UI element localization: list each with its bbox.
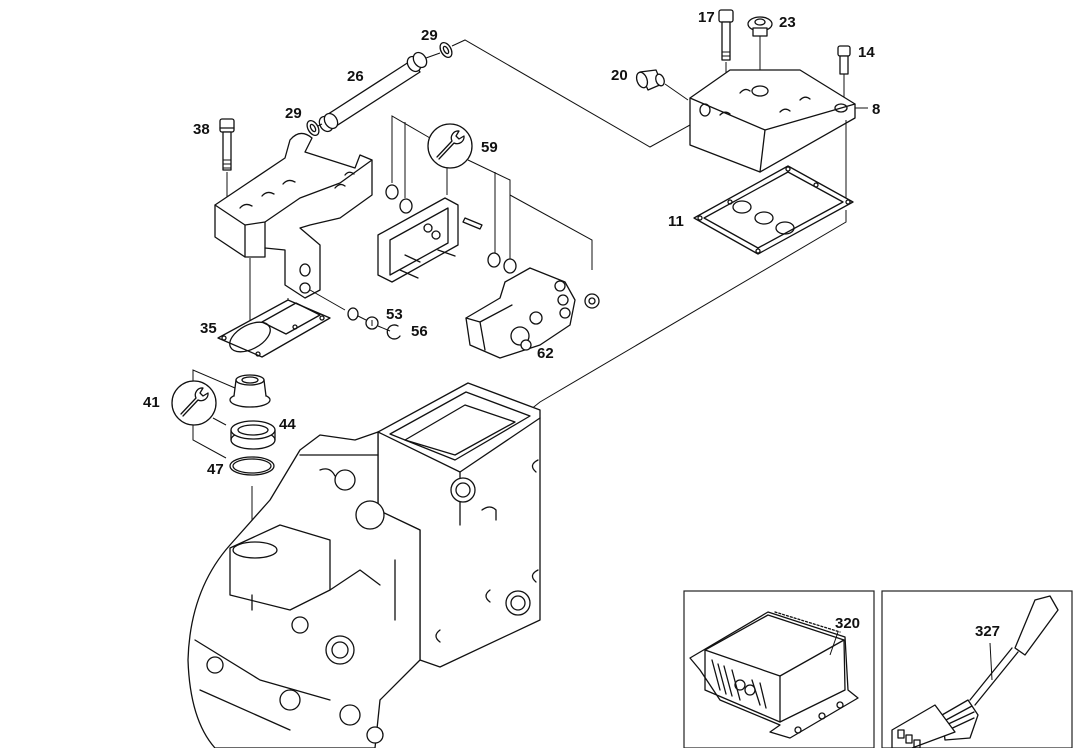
part-26-tube — [318, 51, 428, 133]
callout-labels: 29 26 29 38 59 17 23 14 20 8 11 35 53 56… — [143, 9, 1000, 640]
callout-44: 44 — [279, 416, 296, 433]
part-29-seal-upper — [425, 41, 453, 59]
part-44-seal — [230, 420, 276, 450]
callout-62: 62 — [537, 345, 554, 362]
callout-17: 17 — [698, 9, 715, 26]
part-35-gasket — [217, 299, 331, 358]
valve-plate — [377, 197, 483, 283]
callout-14: 14 — [858, 44, 875, 61]
callout-29-lower: 29 — [285, 105, 302, 122]
part-56-circlip — [377, 324, 401, 340]
inset-327-joystick — [881, 590, 1073, 748]
leader-line — [391, 115, 431, 183]
callout-23: 23 — [779, 14, 796, 31]
wrench-icon — [427, 123, 473, 169]
callout-26: 26 — [347, 68, 364, 85]
callout-59: 59 — [481, 139, 498, 156]
part-47-o-ring — [229, 456, 275, 476]
inset-320-control-unit — [683, 590, 875, 748]
valve-block-manifold — [214, 132, 373, 340]
o-rings-59 — [385, 184, 517, 274]
callout-29-upper: 29 — [421, 27, 438, 44]
callout-41: 41 — [143, 394, 160, 411]
callout-11: 11 — [668, 213, 684, 230]
part-29-seal-lower — [306, 119, 323, 137]
part-38-bolt — [219, 118, 235, 205]
part-53-washer — [347, 307, 379, 330]
callout-35: 35 — [200, 320, 217, 337]
part-8-cover — [689, 69, 868, 173]
callout-47: 47 — [207, 461, 224, 478]
callout-20: 20 — [611, 67, 628, 84]
callout-8: 8 — [872, 101, 880, 118]
callout-38: 38 — [193, 121, 210, 138]
leader-line — [529, 210, 847, 411]
part-17-bolt — [718, 9, 734, 80]
flange-nut — [229, 374, 271, 408]
transmission-housing — [187, 382, 541, 748]
wrench-icon — [171, 380, 217, 426]
callout-320: 320 — [835, 615, 860, 632]
part-62-valve — [465, 267, 576, 359]
callout-327: 327 — [975, 623, 1000, 640]
part-20-fitting — [635, 69, 689, 101]
callout-56: 56 — [411, 323, 428, 340]
part-23-plug — [747, 16, 773, 88]
leader-line — [451, 39, 691, 148]
part-11-gasket — [693, 165, 854, 255]
nut — [584, 293, 600, 309]
callout-53: 53 — [386, 306, 403, 323]
